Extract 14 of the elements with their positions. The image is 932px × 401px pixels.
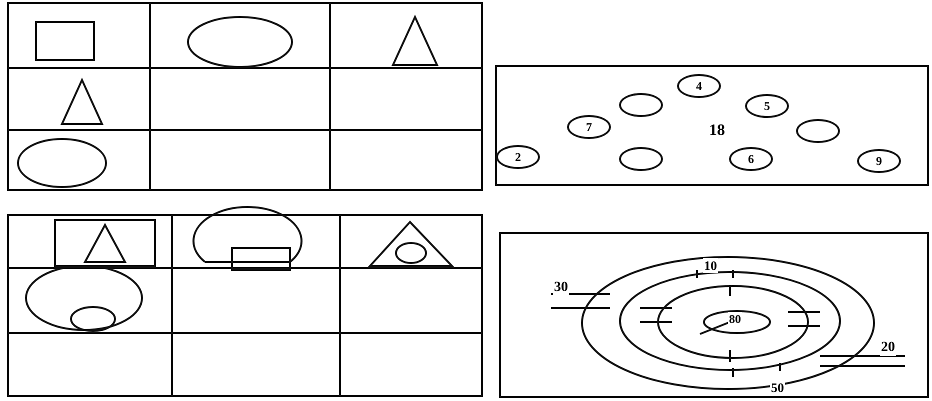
blank-circle (796, 119, 840, 143)
center-score: 80 (728, 312, 742, 326)
number-circle: 6 (729, 147, 773, 171)
ring-score: 30 (553, 280, 569, 296)
blank-circle (619, 147, 663, 171)
ring-score: 10 (703, 258, 718, 273)
number-circle: 9 (857, 149, 901, 173)
number-circle: 2 (496, 145, 540, 169)
number-circle: 4 (677, 74, 721, 98)
number-circle: 7 (567, 115, 611, 139)
number-circle: 5 (745, 94, 789, 118)
ring-score: 20 (880, 340, 896, 356)
ring-score: 50 (770, 380, 785, 395)
blank-circle (619, 93, 663, 117)
